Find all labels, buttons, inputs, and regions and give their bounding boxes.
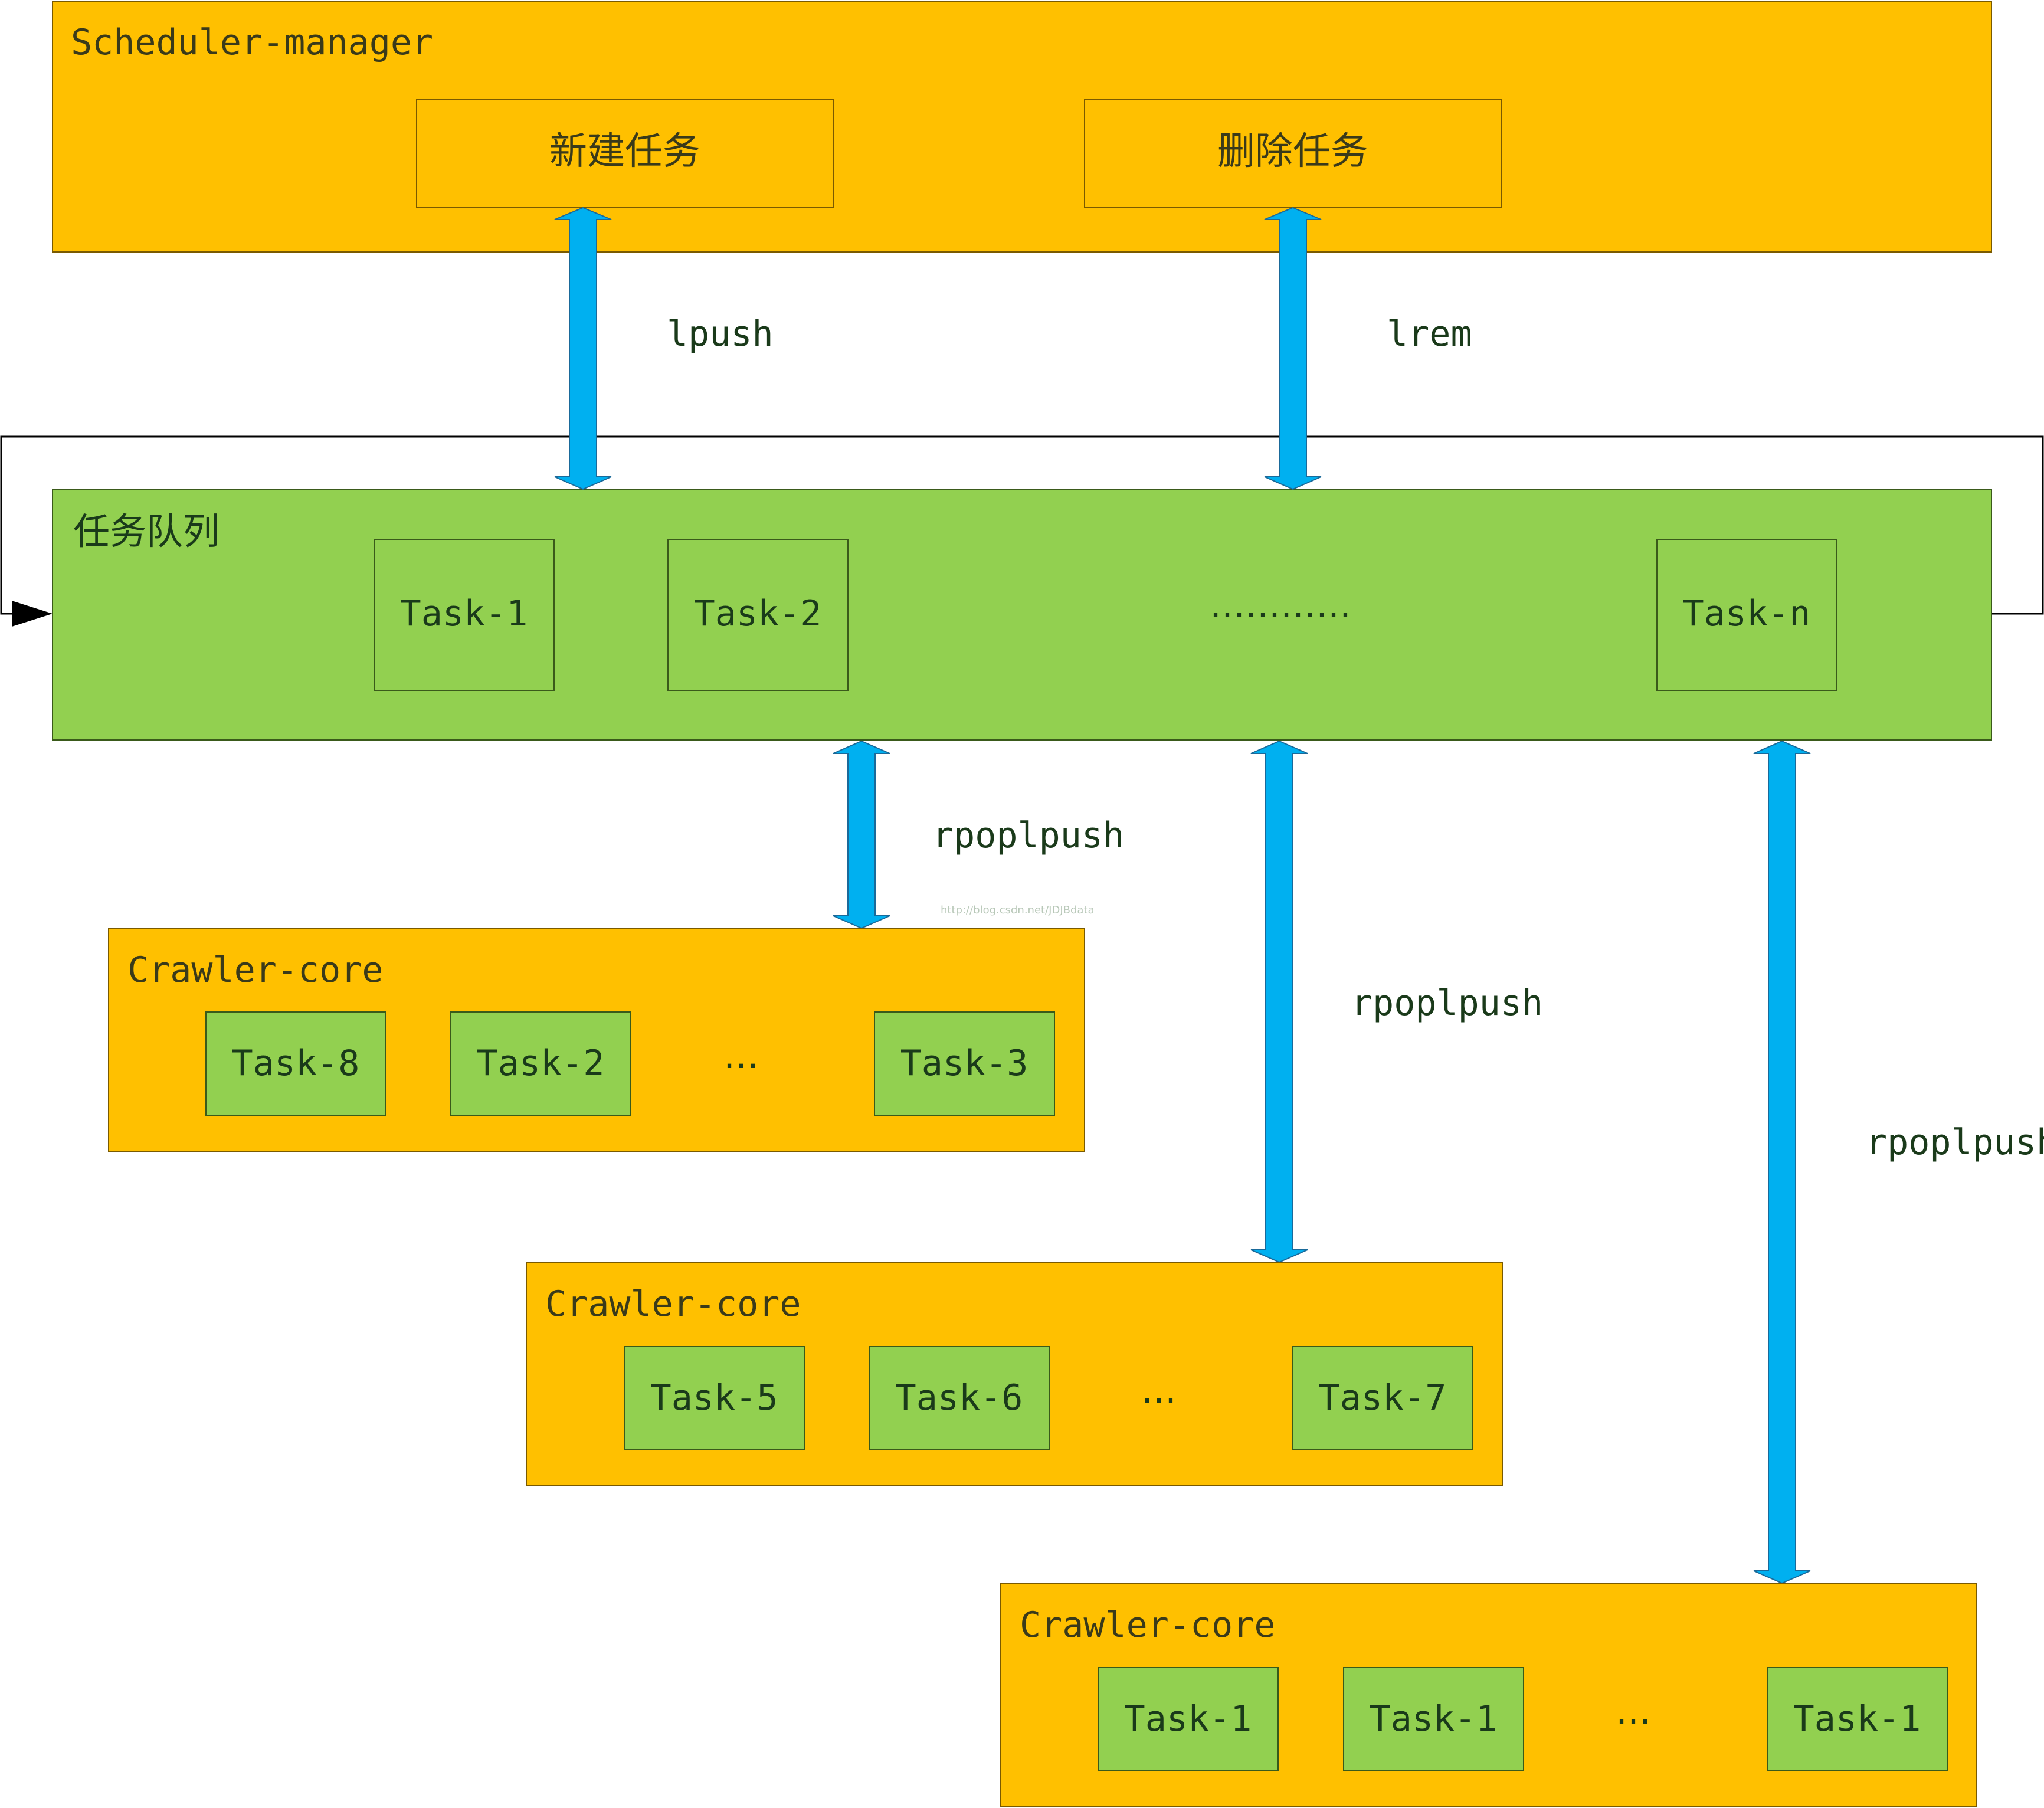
- crawler-core-title: Crawler-core: [1020, 1604, 1275, 1646]
- crawler-task-label: Task-1: [1793, 1698, 1921, 1740]
- crawler-task-label: Task-8: [232, 1043, 360, 1084]
- crawler-task-box[interactable]: [205, 1011, 386, 1116]
- queue-task-box[interactable]: [374, 539, 555, 691]
- crawler-task-box[interactable]: [1292, 1346, 1473, 1450]
- queue-task-label: Task-n: [1683, 593, 1811, 634]
- crawler-ellipsis: …: [1616, 1691, 1651, 1732]
- task-queue-title: 任务队列: [73, 510, 220, 553]
- crawler-task-box[interactable]: [1343, 1667, 1524, 1771]
- crawler-task-label: Task-1: [1370, 1698, 1498, 1740]
- crawler-task-label: Task-7: [1319, 1377, 1447, 1419]
- rpoplpush-arrow-2: [1250, 740, 1308, 1263]
- crawler-task-label: Task-2: [477, 1043, 605, 1084]
- new-task-label: 新建任务: [549, 130, 700, 173]
- crawler-task-box[interactable]: [624, 1346, 805, 1450]
- rpoplpush-arrow-3: [1753, 740, 1811, 1584]
- queue-task-label: Task-1: [400, 593, 528, 634]
- crawler-ellipsis: …: [1141, 1370, 1177, 1411]
- lpush-arrow: [554, 207, 612, 490]
- crawler-task-label: Task-1: [1124, 1698, 1252, 1740]
- delete-task-button[interactable]: [1084, 99, 1502, 208]
- scheduler-manager-box: [52, 1, 1992, 253]
- crawler-core-title: Crawler-core: [545, 1283, 801, 1325]
- queue-task-box[interactable]: [1656, 539, 1837, 691]
- queue-task-label: Task-2: [694, 593, 822, 634]
- crawler-task-label: Task-5: [650, 1377, 778, 1419]
- delete-task-label: 删除任务: [1217, 130, 1368, 173]
- crawler-task-box[interactable]: [1098, 1667, 1279, 1771]
- crawler-task-box[interactable]: [869, 1346, 1050, 1450]
- queue-ellipsis: …………: [1210, 585, 1351, 626]
- lrem-label: lrem: [1387, 313, 1472, 355]
- watermark: http://blog.csdn.net/JDJBdata: [941, 904, 1095, 916]
- rpoplpush-label-1: rpoplpush: [932, 815, 1124, 856]
- queue-task-box[interactable]: [667, 539, 849, 691]
- rpoplpush-label-2: rpoplpush: [1351, 982, 1543, 1024]
- new-task-button[interactable]: [416, 99, 834, 208]
- crawler-task-label: Task-6: [895, 1377, 1023, 1419]
- crawler-task-box[interactable]: [1767, 1667, 1948, 1771]
- queue-loop-line: [0, 435, 2044, 615]
- scheduler-manager-title: Scheduler-manager: [71, 22, 433, 63]
- crawler-task-box[interactable]: [874, 1011, 1055, 1116]
- crawler-task-box[interactable]: [450, 1011, 631, 1116]
- rpoplpush-label-3: rpoplpush: [1866, 1122, 2044, 1163]
- lrem-arrow: [1264, 207, 1322, 490]
- queue-loop-arrowhead: [12, 601, 53, 627]
- crawler-ellipsis: …: [723, 1036, 759, 1077]
- rpoplpush-arrow-1: [833, 740, 890, 929]
- crawler-task-label: Task-3: [900, 1043, 1028, 1084]
- lpush-label: lpush: [667, 313, 774, 355]
- crawler-core-title: Crawler-core: [127, 949, 383, 991]
